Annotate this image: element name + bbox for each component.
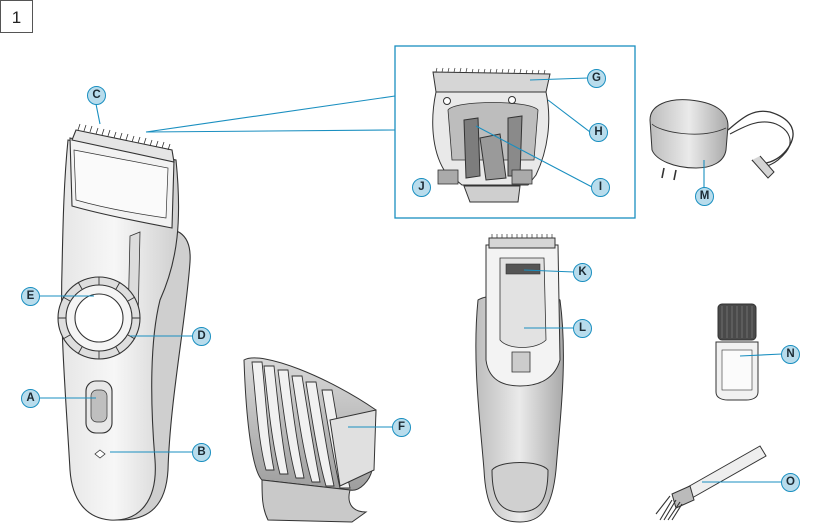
callout-c: C [87,86,106,105]
ac-adapter [650,100,793,180]
callout-h: H [589,123,608,142]
callout-k: K [573,263,592,282]
callout-o: O [781,473,800,492]
cleaning-brush [656,446,766,520]
main-trimmer [58,124,190,520]
zoom-line-bottom [146,130,395,132]
leader-c [96,104,100,124]
zoom-line-top [146,96,395,132]
length-dial [58,277,140,359]
callout-e: E [21,287,40,306]
callout-m: M [695,187,714,206]
callout-l: L [573,319,592,338]
callout-b: B [192,443,211,462]
comb-attachment [244,358,376,522]
callout-n: N [781,345,800,364]
detail-trimmer [476,234,564,522]
detail-teeth [492,234,552,238]
callout-f: F [392,418,411,437]
callout-a: A [21,389,40,408]
callout-g: G [587,69,606,88]
oil-bottle [716,304,758,400]
callout-d: D [192,327,211,346]
callout-i: I [591,178,610,197]
callout-j: J [412,178,431,197]
